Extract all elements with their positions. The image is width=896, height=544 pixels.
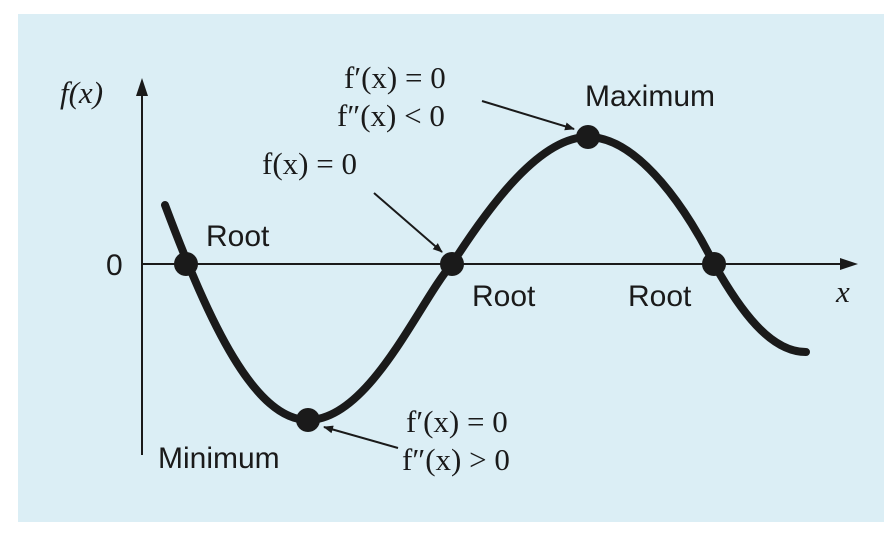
minimum-point <box>296 408 320 432</box>
root-condition: f(x) = 0 <box>262 146 357 181</box>
minimum-label: Minimum <box>158 442 280 475</box>
y-axis-arrowhead <box>136 78 148 96</box>
root-point-middle <box>440 252 464 276</box>
root-left-label: Root <box>206 220 270 253</box>
x-axis-label: x <box>835 274 850 309</box>
root-pointer-arrow <box>373 192 443 253</box>
minimum-condition-first-derivative: f′(x) = 0 <box>406 404 508 439</box>
root-middle-label: Root <box>472 280 536 313</box>
root-point-right <box>702 252 726 276</box>
minimum-condition-second-derivative: f″(x) > 0 <box>402 442 510 477</box>
maximum-point <box>576 125 600 149</box>
y-axis-label: f(x) <box>60 75 103 110</box>
root-right-label: Root <box>628 280 692 313</box>
x-axis-arrowhead <box>840 258 858 270</box>
minimum-pointer-arrow <box>323 425 399 449</box>
maximum-condition-second-derivative: f″(x) < 0 <box>337 98 445 133</box>
root-point-left <box>174 252 198 276</box>
origin-label: 0 <box>106 249 123 282</box>
maximum-pointer-arrow <box>481 100 575 131</box>
maximum-label: Maximum <box>585 80 715 113</box>
maximum-condition-first-derivative: f′(x) = 0 <box>344 60 446 95</box>
